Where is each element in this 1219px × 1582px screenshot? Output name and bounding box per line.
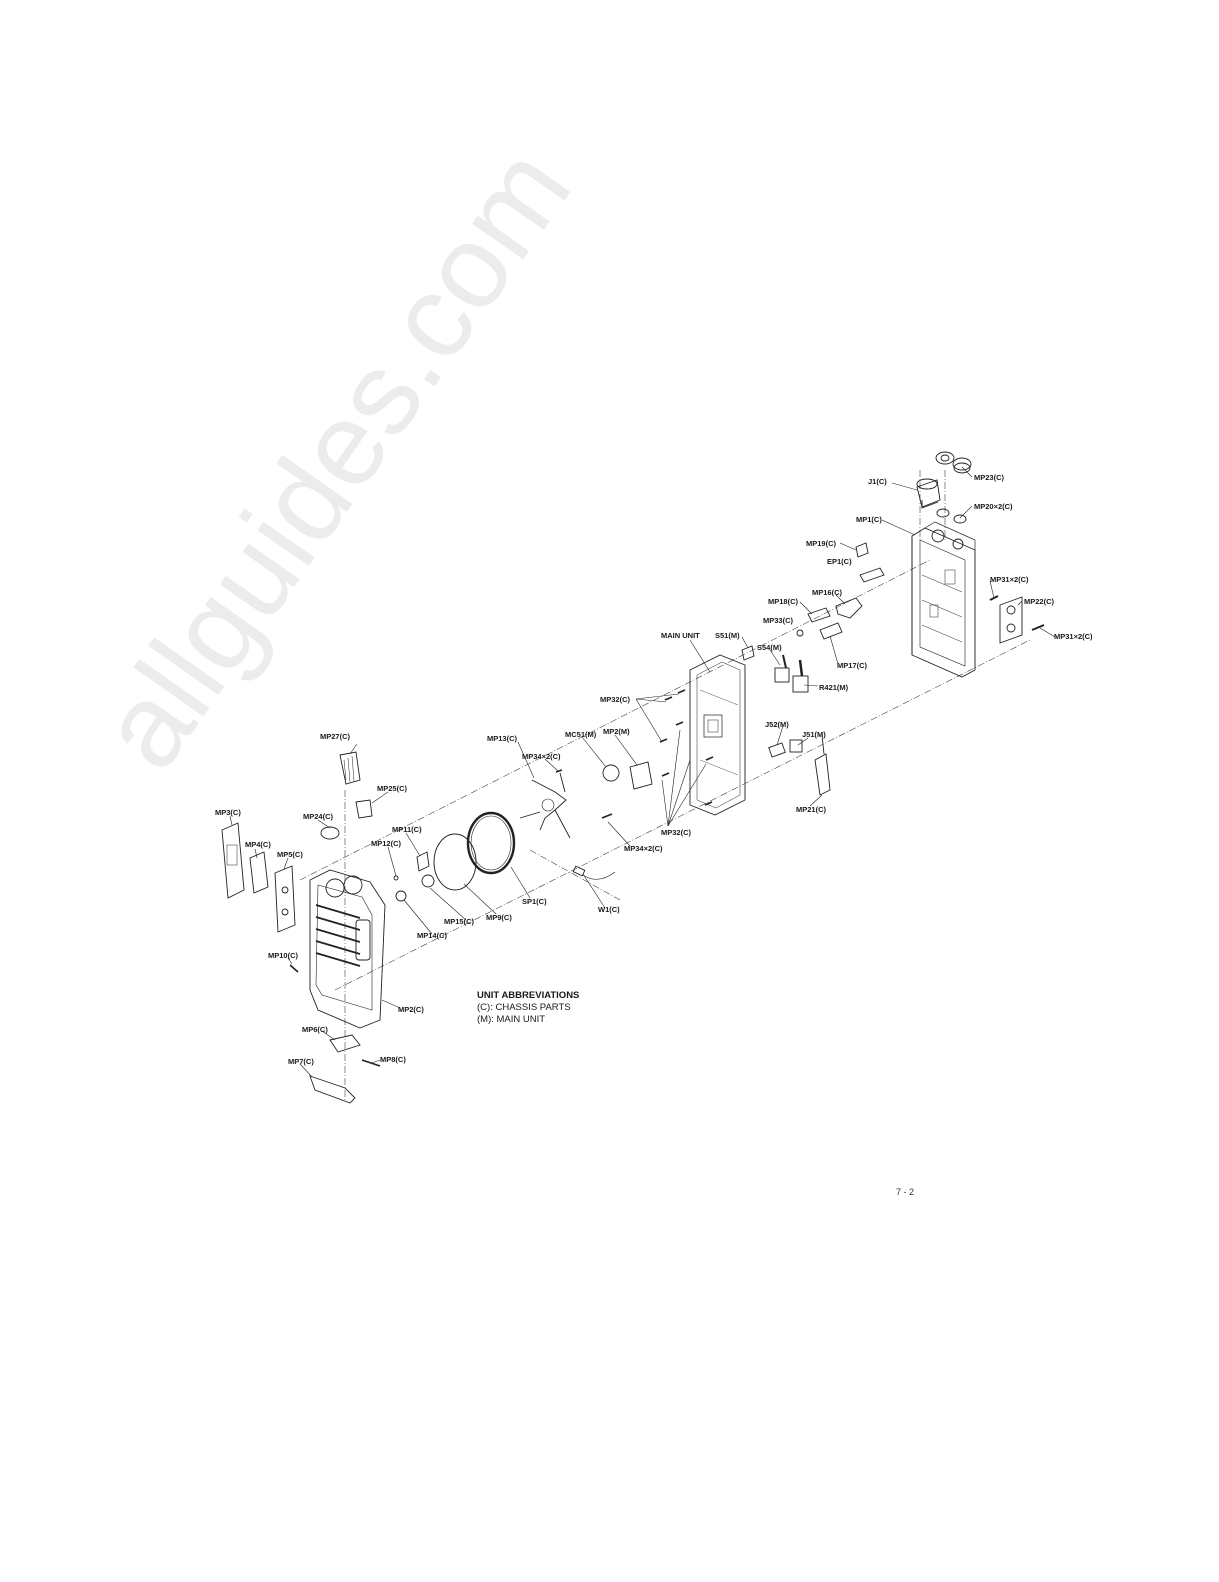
mp32-leader-lines: [635, 693, 707, 827]
label-mp23: MP23(C): [974, 473, 1005, 482]
label-mp27: MP27(C): [320, 732, 351, 741]
leader-lines: [229, 466, 1056, 1078]
label-mp20: MP20×2(C): [974, 502, 1013, 511]
ep1-part: [859, 567, 885, 583]
label-mp21: MP21(C): [796, 805, 827, 814]
s54-switch-part: [774, 654, 790, 683]
main-unit-board: [689, 654, 746, 816]
unit-abbreviations-legend: UNIT ABBREVIATIONS (C): CHASSIS PARTS (M…: [477, 990, 579, 1026]
channel-knob-part: [339, 751, 361, 785]
label-w1: W1(C): [598, 905, 620, 914]
antenna-connector-part: [916, 478, 941, 509]
label-mp15: MP15(C): [444, 917, 475, 926]
mp21-bracket-part: [814, 734, 831, 796]
label-mp2c: MP2(C): [398, 1005, 424, 1014]
mp6-part: [329, 1034, 361, 1053]
label-mp24: MP24(C): [303, 812, 334, 821]
label-mp34-top: MP34×2(C): [522, 752, 561, 761]
mp33-part: [796, 629, 804, 637]
label-mp25: MP25(C): [377, 784, 408, 793]
rear-chassis-part: [911, 521, 976, 678]
label-sp1: SP1(C): [522, 897, 547, 906]
label-mp12: MP12(C): [371, 839, 402, 848]
label-mp13: MP13(C): [487, 734, 518, 743]
label-mp31-right: MP31×2(C): [1054, 632, 1093, 641]
o-ring-part: [936, 508, 950, 518]
label-j52: J52(M): [765, 720, 789, 729]
label-j1: J1(C): [868, 477, 887, 486]
label-mp32-top: MP32(C): [600, 695, 631, 704]
s51-part: [741, 645, 755, 661]
mp24-ring-part: [320, 826, 340, 840]
mp34-screw-part: [555, 769, 563, 773]
label-mp31-top: MP31×2(C): [990, 575, 1029, 584]
mp8-part: [361, 1059, 381, 1067]
mp18-part: [807, 607, 831, 623]
mp32-screws-upper: [659, 689, 686, 743]
label-mp8: MP8(C): [380, 1055, 406, 1064]
label-ep1: EP1(C): [827, 557, 852, 566]
label-mp6: MP6(C): [302, 1025, 328, 1034]
j52-part: [768, 742, 786, 758]
label-mp10: MP10(C): [268, 951, 299, 960]
label-mp7: MP7(C): [288, 1057, 314, 1066]
mp15-part: [421, 874, 435, 888]
wire-part: [572, 865, 616, 880]
mp4-part: [249, 851, 269, 894]
j51-part: [789, 739, 803, 753]
label-mp11: MP11(C): [392, 825, 422, 834]
mp34-screw-part: [601, 813, 613, 819]
volume-knob-part: [355, 799, 373, 819]
label-mp5: MP5(C): [277, 850, 303, 859]
mp32-screws-lower: [661, 756, 714, 806]
label-mp16: MP16(C): [812, 588, 843, 597]
label-j51: J51(M): [802, 730, 826, 739]
label-mp17: MP17(C): [837, 661, 868, 670]
label-mp32-bottom: MP32(C): [661, 828, 692, 837]
label-mp19: MP19(C): [806, 539, 837, 548]
label-s54: S54(M): [757, 643, 782, 652]
label-mp34-bottom: MP34×2(C): [624, 844, 663, 853]
side-plate-part: [999, 596, 1023, 644]
label-mp14: MP14(C): [417, 931, 448, 940]
label-r421: R421(M): [819, 683, 849, 692]
label-main-unit: MAIN UNIT: [661, 631, 700, 640]
legend-line-chassis: (C): CHASSIS PARTS: [477, 1002, 571, 1013]
label-mp22: MP22(C): [1024, 597, 1055, 606]
label-mp33: MP33(C): [763, 616, 794, 625]
mp11-part: [416, 851, 430, 872]
label-mp3: MP3(C): [215, 808, 241, 817]
label-mp1: MP1(C): [856, 515, 882, 524]
mp12-part: [393, 875, 399, 881]
mp10-part: [289, 964, 299, 973]
label-mp9: MP9(C): [486, 913, 512, 922]
label-mp4: MP4(C): [245, 840, 271, 849]
mp5-part: [274, 865, 296, 933]
mp7-part: [309, 1075, 356, 1104]
mp2m-pad-part: [629, 761, 653, 790]
speaker-part: [466, 811, 516, 875]
mp17-part: [819, 622, 843, 640]
antenna-cap-parts: [935, 451, 972, 474]
mp14-part: [395, 890, 407, 902]
screw-part: [1031, 624, 1045, 631]
mic-part: [602, 764, 620, 782]
label-s51: S51(M): [715, 631, 740, 640]
page-number: 7 - 2: [896, 1187, 915, 1197]
r421-volume-part: [792, 659, 809, 693]
mp3-part: [221, 822, 245, 899]
mp16-part: [835, 597, 863, 619]
label-mp2m: MP2(M): [603, 727, 630, 736]
label-mp18: MP18(C): [768, 597, 799, 606]
legend-title: UNIT ABBREVIATIONS: [477, 990, 580, 1001]
o-ring-part: [953, 514, 967, 524]
front-case-part: [309, 869, 386, 1029]
pad-part: [855, 542, 869, 558]
gasket-part: [433, 833, 477, 891]
label-mc51: MC51(M): [565, 730, 597, 739]
legend-line-main: (M): MAIN UNIT: [477, 1014, 546, 1025]
speaker-holder-part: [519, 772, 571, 839]
